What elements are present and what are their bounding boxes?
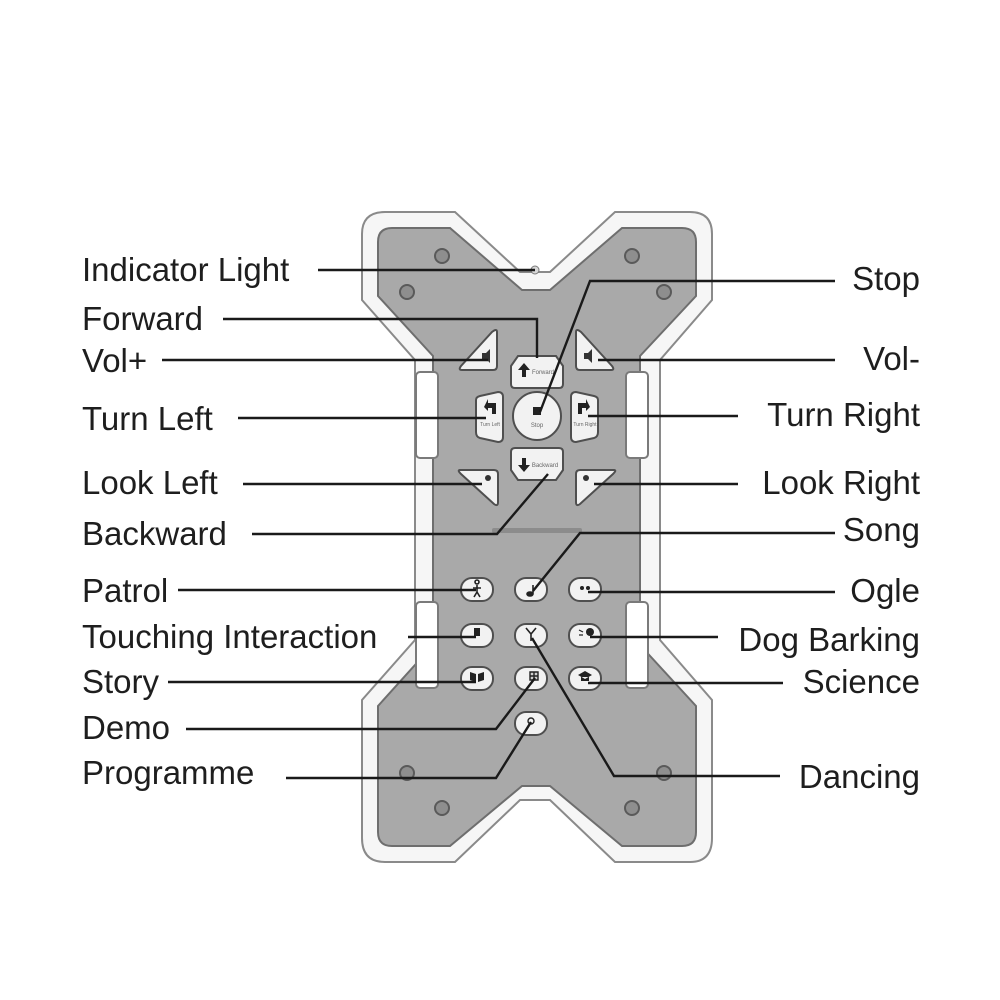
ogle-button[interactable] <box>568 577 602 602</box>
backward-button-text: Backward <box>532 463 558 469</box>
screw <box>434 248 450 264</box>
label-patrol: Patrol <box>82 572 169 609</box>
label-turn-right: Turn Right <box>767 396 920 433</box>
label-look-left: Look Left <box>82 464 218 501</box>
label-science: Science <box>802 663 920 700</box>
label-look-right: Look Right <box>762 464 920 501</box>
look-right-button[interactable] <box>575 469 617 507</box>
eye-icon <box>485 475 491 481</box>
label-forward: Forward <box>82 300 204 337</box>
label-turn-left: Turn Left <box>82 400 213 437</box>
screw <box>399 284 415 300</box>
touching-interaction-button[interactable] <box>460 623 494 648</box>
leader-stop <box>538 279 835 413</box>
side-clip-left-upper <box>415 371 439 459</box>
label-ogle: Ogle <box>850 572 920 609</box>
panel-divider <box>492 528 582 533</box>
graduation-cap-icon <box>578 671 592 681</box>
look-left-button[interactable] <box>457 469 499 507</box>
stop-button-text: Stop <box>531 423 544 429</box>
screw <box>656 765 672 781</box>
leader-song <box>532 531 835 592</box>
stop-icon <box>533 407 541 415</box>
screw <box>624 800 640 816</box>
bark-lines-icon <box>578 629 584 636</box>
book-icon <box>470 672 484 682</box>
label-dog-barking: Dog Barking <box>738 621 920 658</box>
turn-left-button[interactable]: Turn Left <box>475 390 504 444</box>
side-clip-left-lower <box>415 601 439 689</box>
walking-person-icon <box>473 579 481 598</box>
screw <box>656 284 672 300</box>
turn-left-arrow-icon <box>484 399 496 414</box>
dancer-icon <box>525 627 537 641</box>
turn-right-arrow-icon <box>578 399 590 414</box>
label-dancing: Dancing <box>798 758 920 795</box>
label-backward: Backward <box>82 515 227 552</box>
turn-right-button-text: Turn Right <box>573 422 597 428</box>
backward-button[interactable]: Backward <box>510 447 564 481</box>
patrol-button[interactable] <box>460 577 494 602</box>
label-indicator-light: Indicator Light <box>82 251 290 288</box>
label-programme: Programme <box>82 754 255 791</box>
screw <box>434 800 450 816</box>
eyes-icon <box>586 586 590 590</box>
leader-forward <box>223 317 539 358</box>
leader-backward <box>252 473 549 536</box>
leader-programme <box>286 721 533 780</box>
label-vol-minus: Vol- <box>863 340 920 377</box>
label-story: Story <box>82 663 160 700</box>
speaker-icon <box>584 349 592 363</box>
side-clip-right-lower <box>625 601 649 689</box>
eye-icon <box>583 475 589 481</box>
arrow-up-icon <box>518 363 530 377</box>
screws <box>399 248 672 816</box>
label-stop: Stop <box>852 260 920 297</box>
dog-barking-button[interactable] <box>568 623 602 648</box>
label-touching-interaction: Touching Interaction <box>82 618 378 655</box>
demo-button[interactable] <box>514 666 548 691</box>
stop-button[interactable]: Stop <box>512 391 562 441</box>
story-button[interactable] <box>460 666 494 691</box>
turn-right-button[interactable]: Turn Right <box>570 390 599 444</box>
screw <box>624 248 640 264</box>
dancing-button[interactable] <box>514 623 548 648</box>
hand-icon <box>474 628 480 636</box>
demo-icon <box>529 671 539 681</box>
arrow-down-icon <box>518 458 530 472</box>
forward-button[interactable]: Forward <box>510 355 564 389</box>
label-song: Song <box>842 511 920 548</box>
dog-icon <box>586 628 594 636</box>
science-button[interactable] <box>568 666 602 691</box>
leader-demo <box>186 677 536 731</box>
leader-lines <box>162 268 835 780</box>
eyes-icon <box>580 586 584 590</box>
turn-left-button-text: Turn Left <box>480 422 500 428</box>
screw <box>399 765 415 781</box>
label-vol-plus: Vol+ <box>82 342 148 379</box>
forward-button-text: Forward <box>532 370 554 376</box>
remote-panel <box>377 227 697 847</box>
label-demo: Demo <box>82 709 171 746</box>
leader-dancing <box>530 637 780 778</box>
